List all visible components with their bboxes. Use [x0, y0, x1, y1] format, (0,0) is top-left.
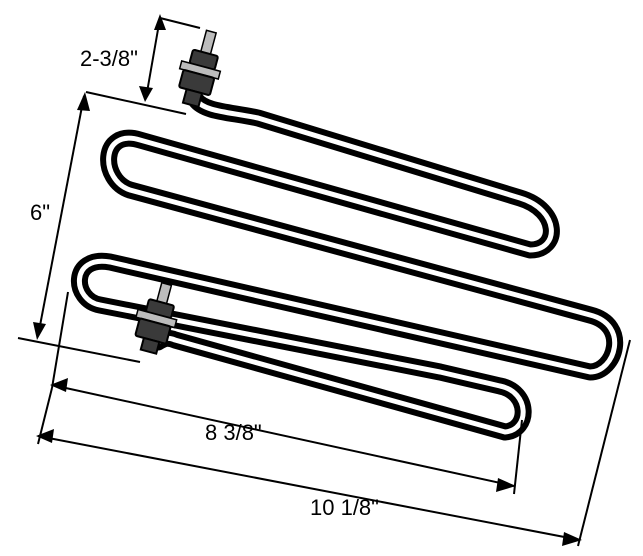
height-extension-bottom — [17, 337, 141, 363]
coil-tube-outline — [70, 91, 624, 441]
height-arrow-top — [77, 92, 90, 111]
heating-element-coil — [70, 91, 624, 441]
top-terminal-sheath — [181, 87, 204, 109]
height-dimension-line — [37, 95, 85, 337]
offset-label: 2-3/8" — [80, 46, 138, 71]
inner-length-label: 8 3/8" — [205, 420, 262, 445]
overall-extension-right — [577, 339, 631, 547]
offset-dimension-line — [145, 17, 161, 99]
bottom-terminal — [134, 281, 178, 355]
overall-arrow-left — [36, 429, 54, 443]
coil-tube-highlight — [76, 97, 618, 435]
inner-dimension-line — [51, 384, 515, 487]
dimension-inner-length: 8 3/8" — [50, 291, 523, 495]
dimension-overall-length: 10 1/8" — [36, 339, 631, 547]
dimension-height: 6" — [17, 92, 141, 363]
inner-extension-left — [51, 291, 69, 389]
offset-extension-bottom — [85, 91, 187, 115]
offset-arrow-bottom — [139, 86, 153, 102]
top-terminal — [178, 29, 222, 109]
height-label: 6" — [30, 200, 50, 225]
inner-arrow-left — [50, 378, 68, 392]
offset-arrow-top — [154, 14, 166, 30]
inner-arrow-right — [496, 478, 516, 492]
inner-extension-right — [513, 419, 523, 495]
bottom-terminal-sheath — [139, 336, 161, 355]
dimension-terminal-offset: 2-3/8" — [80, 14, 201, 115]
overall-length-label: 10 1/8" — [310, 495, 379, 520]
height-arrow-bottom — [33, 322, 46, 340]
offset-extension-top — [159, 17, 201, 29]
overall-arrow-right — [562, 532, 582, 546]
overall-dimension-line — [37, 435, 581, 541]
